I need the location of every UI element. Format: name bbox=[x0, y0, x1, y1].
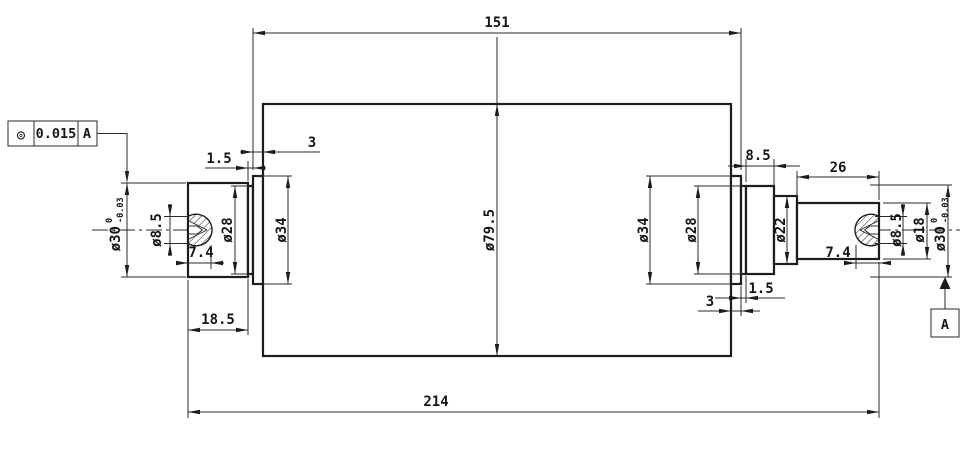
dim-right-ring-dia: ø28 bbox=[684, 217, 700, 242]
dim-drum-dia: ø79.5 bbox=[482, 209, 498, 251]
dim-drum-length: 151 bbox=[484, 15, 509, 31]
concentricity-icon: ◎ bbox=[17, 127, 26, 143]
dim-left-hole-depth: 7.4 bbox=[188, 245, 213, 261]
dim-right-ring-width: 1.5 bbox=[748, 281, 773, 297]
dim-left-hole-dia: ø8.5 bbox=[149, 213, 165, 247]
dim-right-end-length: 26 bbox=[830, 160, 847, 176]
svg-text:ø30: ø30 bbox=[933, 226, 949, 251]
dim-left-shaft-dia: ø30 0 -0.03 bbox=[105, 197, 126, 251]
diameter-labels: ø30 0 -0.03 ø8.5 ø28 ø34 ø79.5 ø34 ø28 ø… bbox=[105, 197, 951, 251]
dim-right-flange-dia: ø34 bbox=[636, 217, 652, 242]
fcf-datum-ref: A bbox=[83, 126, 91, 142]
right-center-hole bbox=[854, 213, 880, 247]
dim-left-flange-dia: ø34 bbox=[274, 217, 290, 242]
extension-lines bbox=[121, 28, 952, 418]
dim-right-neck-dia: ø22 bbox=[773, 217, 789, 242]
svg-text:0: 0 bbox=[105, 218, 115, 223]
dim-right-hole-depth: 7.4 bbox=[825, 245, 850, 261]
dim-right-neck-length: 8.5 bbox=[745, 148, 770, 164]
dimension-labels: 151 3 1.5 8.5 26 7.4 7.4 18.5 1.5 3 214 bbox=[188, 15, 850, 410]
dim-right-flange-width: 3 bbox=[706, 294, 714, 310]
feature-control-frame: ◎ 0.015 A bbox=[7, 120, 128, 180]
dim-left-ring-dia: ø28 bbox=[220, 217, 236, 242]
dim-right-tip-dia: ø18 bbox=[912, 217, 928, 242]
dim-left-flange-width: 3 bbox=[308, 135, 316, 151]
svg-text:-0.03: -0.03 bbox=[941, 197, 951, 223]
svg-text:0: 0 bbox=[930, 218, 940, 223]
datum-flag: A bbox=[930, 277, 960, 338]
svg-text:ø30: ø30 bbox=[108, 226, 124, 251]
fcf-tolerance: 0.015 bbox=[36, 126, 77, 142]
svg-text:-0.03: -0.03 bbox=[116, 197, 126, 223]
left-center-hole bbox=[187, 213, 213, 247]
dim-left-ring-width: 1.5 bbox=[206, 151, 231, 167]
dim-overall-length: 214 bbox=[423, 394, 448, 410]
dim-right-shaft-dia: ø30 0 -0.03 bbox=[930, 197, 951, 251]
arrowheads bbox=[124, 30, 951, 415]
dim-right-hole-dia: ø8.5 bbox=[889, 213, 905, 247]
datum-flag-label: A bbox=[941, 317, 949, 333]
dim-left-shaft-length: 18.5 bbox=[201, 312, 235, 328]
